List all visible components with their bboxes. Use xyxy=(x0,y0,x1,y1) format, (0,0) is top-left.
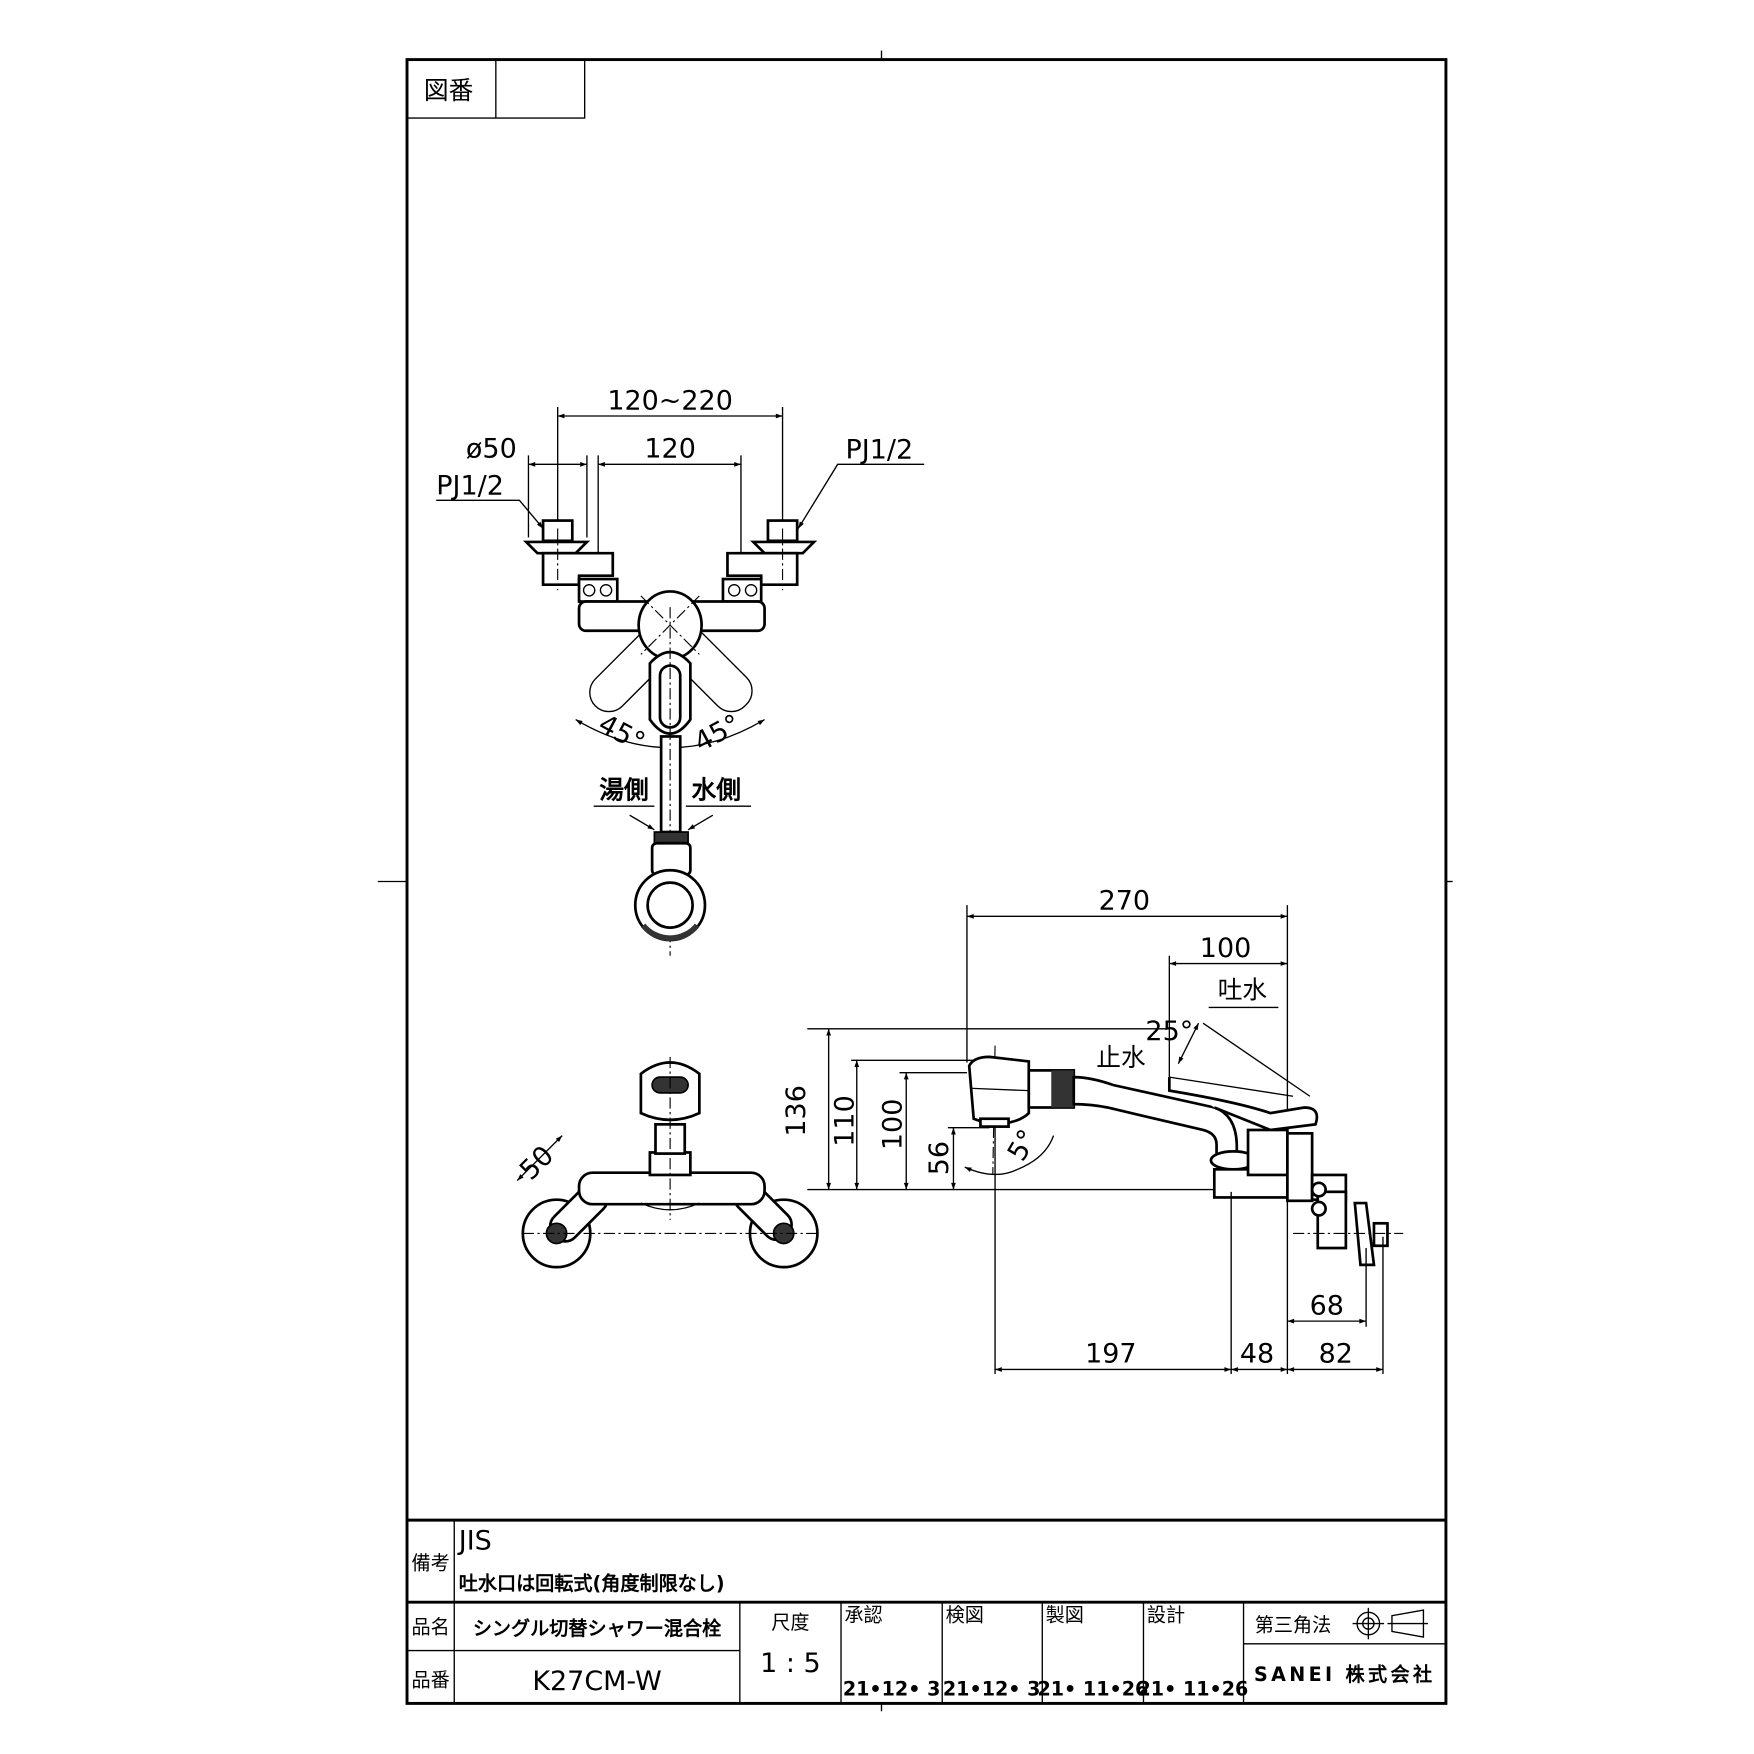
product-number: K27CM-W xyxy=(532,1666,661,1697)
scale-value: 1 : 5 xyxy=(760,1648,821,1679)
drawing-frame xyxy=(377,50,1453,1712)
product-number-label: 品番 xyxy=(412,1669,450,1692)
scale-label: 尺度 xyxy=(771,1611,809,1634)
dim-height-56: 56 xyxy=(924,1141,955,1175)
approval-date-2: 21• 11•26 xyxy=(1037,1678,1148,1701)
approval-label-2: 製図 xyxy=(1046,1603,1084,1626)
side-view: 270 100 吐水 25° 止水 136 110 100 56 5° xyxy=(781,886,1404,1374)
approval-date-1: 21•12• 3 xyxy=(943,1678,1041,1701)
dim-spout-travel: 100 xyxy=(1200,933,1251,964)
cold-side-label: 水側 xyxy=(691,775,740,804)
dim-diameter: ø50 xyxy=(466,434,517,465)
product-name: シングル切替シャワー混合栓 xyxy=(473,1617,722,1640)
angle-left: 45° xyxy=(593,709,650,759)
dim-total-reach: 270 xyxy=(1099,886,1150,917)
dim-range: 120~220 xyxy=(607,385,733,416)
approval-date-0: 21•12• 3 xyxy=(843,1678,941,1701)
dim-82: 82 xyxy=(1319,1339,1353,1370)
thread-label-right: PJ1/2 xyxy=(846,435,914,466)
thread-label-left: PJ1/2 xyxy=(436,471,504,502)
product-name-label: 品名 xyxy=(412,1616,450,1639)
remarks-label: 備考 xyxy=(412,1552,450,1575)
remarks-line2: 吐水口は回転式(角度制限なし) xyxy=(459,1572,725,1595)
stop-label: 止水 xyxy=(1096,1043,1146,1072)
projection-label: 第三角法 xyxy=(1255,1613,1331,1636)
head-angle: 5° xyxy=(1002,1124,1044,1166)
angle-right: 45° xyxy=(689,709,746,759)
title-block: 備考 JIS 吐水口は回転式(角度制限なし) 品名 シングル切替シャワー混合栓 … xyxy=(407,1518,1446,1704)
dim-height-100: 100 xyxy=(878,1099,909,1150)
lever-angle: 25° xyxy=(1145,1016,1193,1047)
dim-center: 120 xyxy=(644,434,695,465)
dim-flange: 50 xyxy=(514,1140,560,1186)
front-view: 50 xyxy=(514,1056,819,1269)
discharge-label: 吐水 xyxy=(1218,975,1268,1004)
dim-height-110: 110 xyxy=(829,1095,860,1146)
company-name: SANEI 株式会社 xyxy=(1254,1663,1436,1686)
approval-label-0: 承認 xyxy=(844,1603,882,1626)
dim-197: 197 xyxy=(1085,1339,1136,1370)
top-view: 120~220 ø50 120 PJ1/2 PJ1/2 xyxy=(436,385,925,956)
drawing-number-label: 図番 xyxy=(424,76,473,105)
approval-label-1: 検図 xyxy=(946,1603,984,1626)
approval-date-3: 21• 11•26 xyxy=(1138,1678,1249,1701)
dim-height-136: 136 xyxy=(781,1085,812,1136)
third-angle-projection-icon xyxy=(1352,1607,1428,1640)
drawing-number-box: 図番 xyxy=(406,58,586,119)
remarks-line1: JIS xyxy=(457,1525,492,1556)
hot-side-label: 湯側 xyxy=(599,775,648,804)
dim-48: 48 xyxy=(1240,1339,1274,1370)
dim-68: 68 xyxy=(1310,1290,1344,1321)
approval-label-3: 設計 xyxy=(1147,1603,1185,1626)
